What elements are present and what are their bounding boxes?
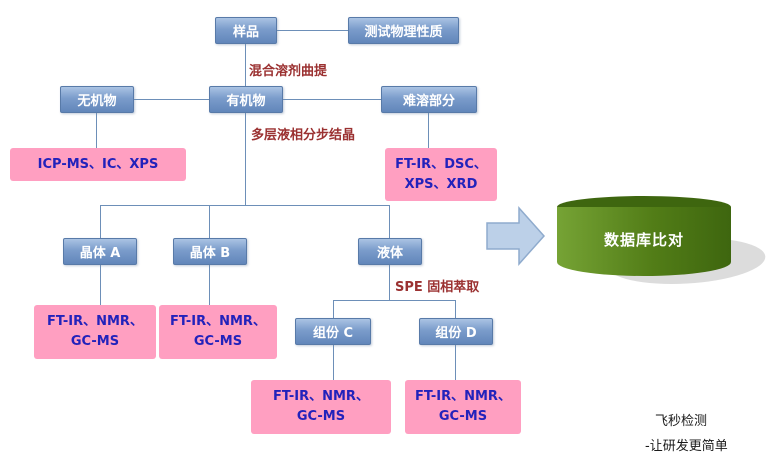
connector-line bbox=[100, 265, 101, 305]
connector-line bbox=[333, 300, 334, 318]
connector-line bbox=[333, 300, 456, 301]
analysis-crystal-b: FT-IR、NMR、 GC-MS bbox=[159, 305, 277, 359]
analysis-inorganic: ICP-MS、IC、XPS bbox=[10, 148, 186, 181]
connector-line bbox=[100, 205, 390, 206]
connector-line bbox=[389, 205, 390, 238]
label-spe-extraction: SPE 固相萃取 bbox=[395, 280, 480, 295]
node-organic: 有机物 bbox=[209, 86, 283, 113]
connector-line bbox=[283, 99, 381, 100]
connector-line bbox=[96, 113, 97, 148]
node-crystal-b: 晶体 B bbox=[173, 238, 247, 265]
analysis-line: ICP-MS、IC、XPS bbox=[37, 156, 159, 172]
connector-line bbox=[245, 113, 246, 205]
node-liquid: 液体 bbox=[358, 238, 422, 265]
analysis-line: GC-MS bbox=[296, 409, 346, 424]
label-mixed-solvent-extraction: 混合溶剂曲提 bbox=[249, 64, 328, 79]
connector-line bbox=[428, 113, 429, 148]
connector-line bbox=[100, 205, 101, 238]
connector-line bbox=[134, 99, 209, 100]
database-cylinder: 数据库比对 bbox=[557, 196, 731, 276]
node-crystal-a: 晶体 A bbox=[63, 238, 137, 265]
node-component-c: 组份 C bbox=[295, 318, 371, 345]
connector-line bbox=[333, 345, 334, 380]
watermark-line1: 飞秒检测 bbox=[655, 414, 708, 429]
node-insoluble: 难溶部分 bbox=[381, 86, 477, 113]
database-label: 数据库比对 bbox=[603, 231, 684, 249]
label-stepwise-crystallization: 多层液相分步结晶 bbox=[251, 128, 356, 143]
analysis-line: GC-MS bbox=[193, 334, 243, 349]
right-arrow-icon bbox=[486, 206, 546, 266]
node-sample: 样品 bbox=[215, 17, 277, 44]
connector-line bbox=[209, 205, 210, 238]
watermark-line2: -让研发更简单 bbox=[645, 439, 728, 454]
analysis-component-c: FT-IR、NMR、 GC-MS bbox=[251, 380, 391, 434]
analysis-line: GC-MS bbox=[70, 334, 120, 349]
analysis-line: FT-IR、NMR、 bbox=[170, 314, 266, 329]
analysis-crystal-a: FT-IR、NMR、 GC-MS bbox=[34, 305, 156, 359]
analysis-line: FT-IR、DSC、 bbox=[395, 156, 487, 172]
analysis-insoluble: FT-IR、DSC、 XPS、XRD bbox=[385, 148, 497, 201]
analysis-line: FT-IR、NMR、 bbox=[47, 314, 143, 329]
connector-line bbox=[389, 265, 390, 300]
connector-line bbox=[277, 30, 348, 31]
analysis-line: GC-MS bbox=[438, 409, 488, 424]
node-physical-test: 测试物理性质 bbox=[348, 17, 459, 44]
analysis-line: XPS、XRD bbox=[404, 176, 478, 192]
cylinder-body bbox=[557, 207, 731, 276]
node-component-d: 组份 D bbox=[419, 318, 493, 345]
analysis-component-d: FT-IR、NMR、 GC-MS bbox=[405, 380, 521, 434]
analysis-line: FT-IR、NMR、 bbox=[415, 389, 511, 404]
connector-line bbox=[245, 44, 246, 86]
connector-line bbox=[209, 265, 210, 305]
analysis-line: FT-IR、NMR、 bbox=[273, 389, 369, 404]
node-inorganic: 无机物 bbox=[60, 86, 134, 113]
connector-line bbox=[455, 300, 456, 318]
connector-line bbox=[455, 345, 456, 380]
